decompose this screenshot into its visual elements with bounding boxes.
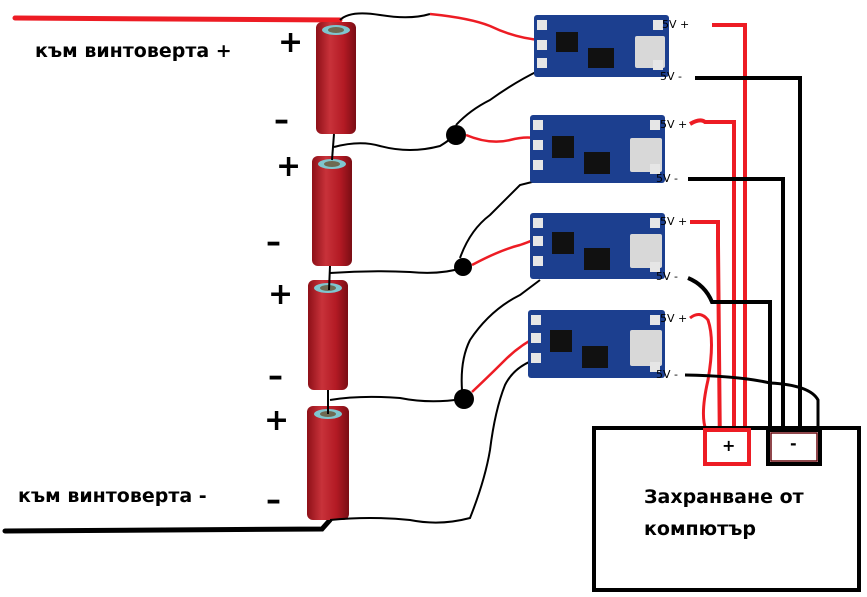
tap-wire [459,179,541,259]
power-plus-terminal [703,428,751,466]
module-1-out-plus: 5V + [662,18,690,31]
junction-dot [446,125,466,145]
charger-module [530,115,665,183]
output-negative-wire [687,276,772,430]
power-minus-label: - [790,434,797,453]
battery-cell [307,406,349,520]
battery-cell [312,156,352,266]
power-source-title-line1: Захранване от [644,486,804,508]
charger-module [530,213,665,279]
cell-4-negative-mark: – [266,483,281,518]
charger-module [528,310,665,378]
power-source-title-line2: компютър [644,518,756,540]
output-negative-wire [684,373,820,430]
tap-wire [329,395,463,403]
cell-1-negative-mark: – [274,103,289,138]
battery-cell [316,22,356,134]
tap-wire-positive [429,12,541,42]
output-positive-wire [712,23,747,455]
tap-wire [339,12,431,21]
drill-negative-label: към винтоверта - [18,485,207,507]
output-negative-wire [695,76,802,430]
module-1-out-minus: 5V - [660,70,682,83]
cell-link-wire [328,265,331,291]
tap-wire [460,279,541,391]
power-plus-label: + [722,436,736,455]
output-positive-wire [690,220,722,456]
tap-wire [329,357,541,524]
drill-positive-wire [12,15,343,23]
junction-dot [454,389,474,409]
cell-3-positive-mark: + [268,277,294,312]
power-minus-terminal [766,428,822,466]
cell-link-wire [331,133,335,161]
cell-3-negative-mark: – [268,359,283,394]
tap-wire [455,69,541,126]
charger-module [534,15,669,77]
module-3-out-plus: 5V + [660,215,688,228]
module-2-out-plus: 5V + [660,118,688,131]
output-positive-wire [688,118,736,455]
junction-dot [454,258,472,276]
output-negative-wire [688,177,785,430]
module-4-out-minus: 5V - [656,368,678,381]
cell-2-positive-mark: + [276,149,302,184]
tap-wire-positive [465,133,541,143]
module-2-out-minus: 5V - [656,172,678,185]
battery-cell [308,280,348,390]
module-3-out-minus: 5V - [656,270,678,283]
drill-positive-label: към винтоверта + [35,40,232,62]
drill-negative-wire [2,517,333,534]
output-positive-wire [689,313,713,431]
cell-2-negative-mark: – [266,225,281,260]
cell-4-positive-mark: + [264,403,290,438]
tap-wire [329,267,463,274]
module-4-out-plus: 5V + [660,312,688,325]
tap-wire [333,133,457,151]
tap-wire-positive [471,234,541,267]
cell-1-positive-mark: + [278,25,304,60]
